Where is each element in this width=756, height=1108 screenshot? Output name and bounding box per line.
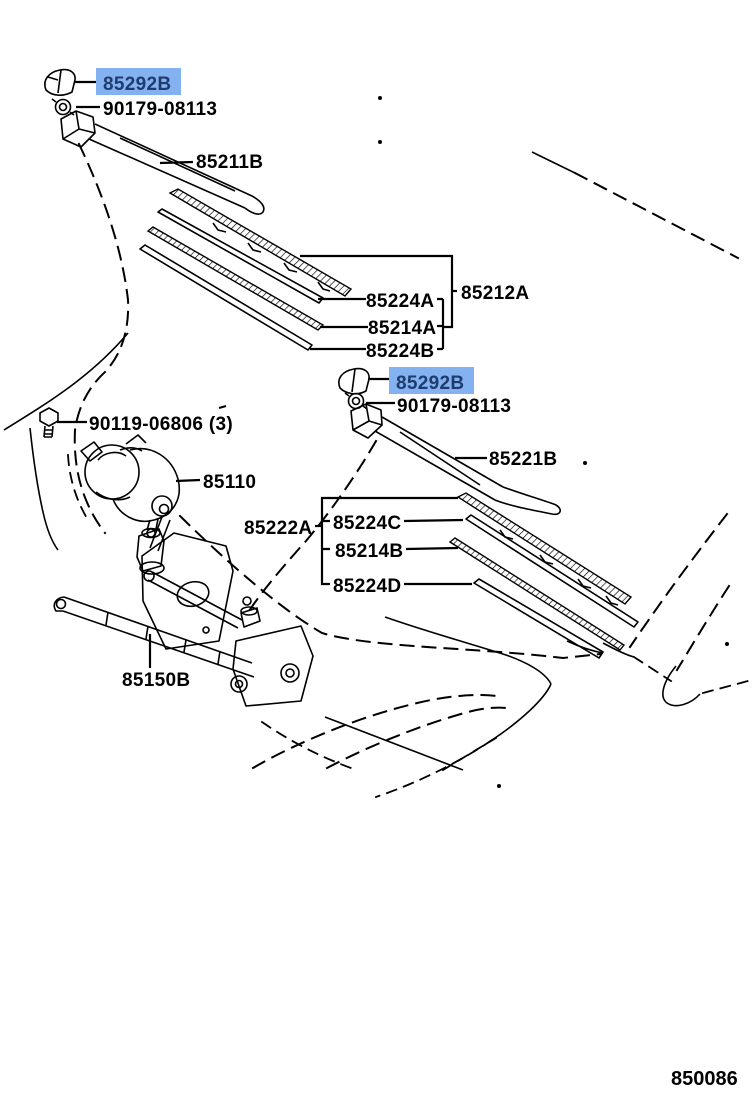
blade-assy-2-part-number[interactable]: 85222A <box>244 518 312 539</box>
arm-2-part-number[interactable]: 85221B <box>489 449 557 470</box>
label-cap-1[interactable]: 85292B <box>96 68 181 95</box>
plate-1a-part-number[interactable]: 85224A <box>366 291 434 312</box>
plate-1b-part-number[interactable]: 85224B <box>366 341 434 362</box>
cap-1-highlight <box>96 68 181 95</box>
figure-code: 850086 <box>671 1068 738 1090</box>
wiper-arm-1-drawing <box>60 110 265 215</box>
link-part-number[interactable]: 85150B <box>122 670 190 691</box>
cap-1-part-number[interactable]: 85292B <box>103 74 171 95</box>
wiper-blade-1-drawing <box>139 188 353 351</box>
rubber-2-part-number[interactable]: 85214B <box>335 541 403 562</box>
wiper-blade-2-drawing <box>448 492 639 659</box>
motor-part-number[interactable]: 85110 <box>203 472 256 493</box>
wiper-nut-1-drawing <box>51 98 75 116</box>
plate-2b-part-number[interactable]: 85224D <box>333 576 401 597</box>
wiper-cap-2-drawing <box>338 367 370 395</box>
label-cap-2[interactable]: 85292B <box>389 367 474 394</box>
wiper-motor-drawing <box>80 434 180 538</box>
wiper-arm-2-drawing <box>350 403 561 516</box>
car-body-context-lines <box>3 96 750 799</box>
nut-2-part-number[interactable]: 90179-08113 <box>397 396 511 417</box>
arm-1-part-number[interactable]: 85211B <box>196 152 263 173</box>
wiper-link-drawing <box>53 516 314 707</box>
rubber-1-part-number[interactable]: 85214A <box>368 318 436 339</box>
motor-bolt-part-number[interactable]: 90119-06806 (3) <box>89 414 233 435</box>
nut-1-part-number[interactable]: 90179-08113 <box>103 99 217 120</box>
plate-2a-part-number[interactable]: 85224C <box>333 513 401 534</box>
motor-bolt-drawing <box>39 407 59 438</box>
cap-2-highlight <box>389 367 474 394</box>
leader-lines <box>57 80 487 668</box>
cap-2-part-number[interactable]: 85292B <box>396 373 464 394</box>
wiper-nut-2-drawing <box>344 392 368 410</box>
wiper-cap-1-drawing <box>44 68 76 96</box>
blade-assy-1-part-number[interactable]: 85212A <box>461 283 529 304</box>
